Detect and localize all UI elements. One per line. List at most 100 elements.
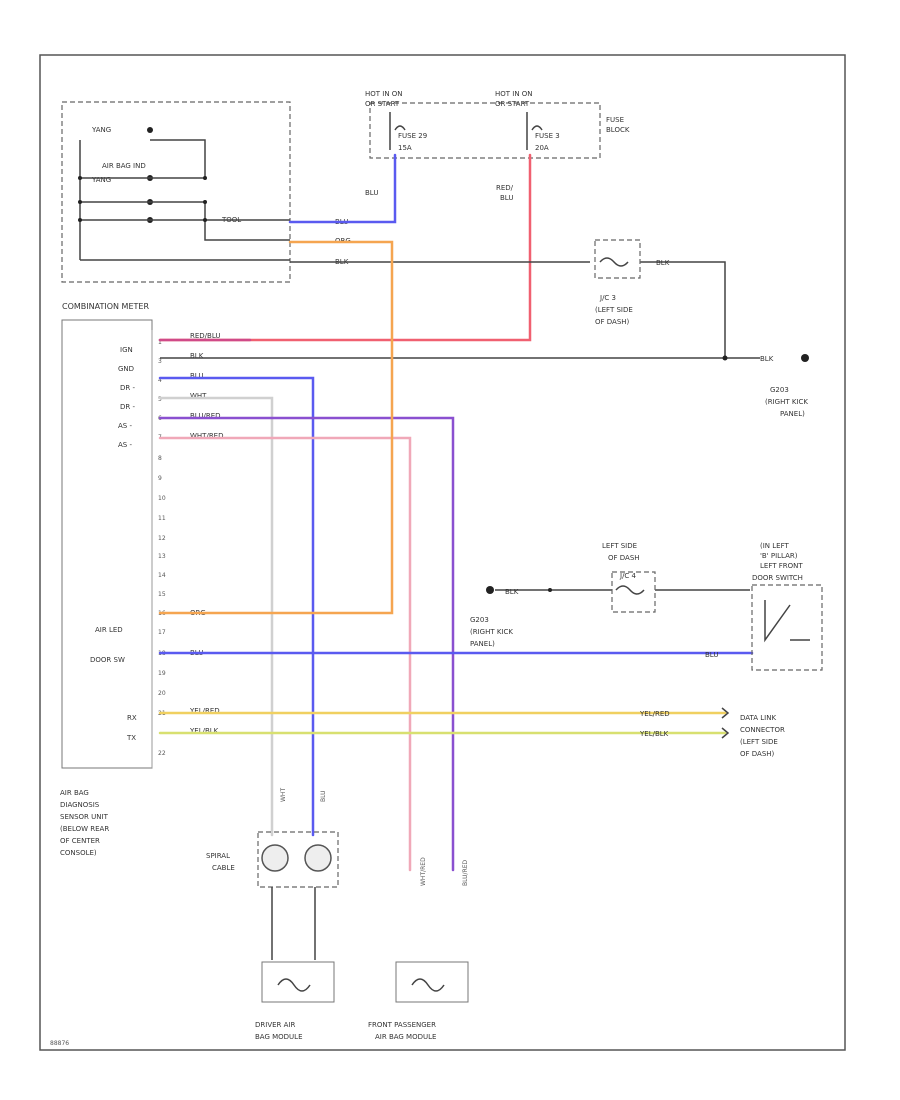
meter-label-yang: YANG (91, 126, 111, 134)
sensor-unit-box (61, 319, 153, 769)
door-switch-icon (764, 600, 810, 643)
data-link-l2: CONNECTOR (740, 726, 785, 734)
squib-icon-2 (411, 978, 445, 992)
fuse-hot-2: HOT IN ON (495, 90, 533, 98)
fuse-29-amp: 15A (398, 144, 412, 152)
pin-number: 13 (158, 553, 166, 560)
pin-number: 9 (158, 475, 162, 482)
ground-junction-node (548, 588, 552, 592)
fuse-3-amp: 20A (535, 144, 549, 152)
door-l6: DOOR SWITCH (752, 574, 803, 582)
door-l1: LEFT SIDE (602, 542, 637, 550)
pin-number: 8 (158, 455, 162, 462)
meter-dashed-box (61, 101, 291, 283)
fuse-symbols (389, 112, 543, 150)
squib-icon (277, 978, 311, 992)
ground-symbol-icon (801, 354, 809, 362)
meter-internal-lines (79, 139, 290, 261)
sensor-l3: SENSOR UNIT (60, 813, 109, 821)
vlabel-wht-red: WHT/RED (420, 857, 427, 886)
sensor-l6: CONSOLE) (60, 849, 97, 857)
wire-label-gnd: BLK (190, 352, 204, 360)
fuse-wire-blu2: BLU (500, 194, 513, 202)
fuse-wire-blu: BLU (365, 189, 378, 197)
junction-node (78, 200, 82, 204)
pin-air-led: AIR LED (95, 626, 123, 634)
spiral-to-driver-wires (271, 887, 316, 960)
door-g3: PANEL) (470, 640, 495, 648)
pin-number: 22 (158, 750, 166, 757)
sensor-l1: AIR BAG (60, 789, 89, 797)
door-l2: OF DASH (608, 554, 640, 562)
ground-symbol-icon-2 (486, 586, 494, 594)
vlabel-blu-red: BLU/RED (462, 859, 469, 886)
ground-right-l2: (RIGHT KICK (765, 398, 808, 406)
meter-label-airbag-ind: AIR BAG IND (102, 162, 146, 170)
passenger-l1: FRONT PASSENGER (368, 1021, 436, 1029)
fuse-block-label: FUSE (606, 116, 624, 124)
fuse-hot-2b: OR START (495, 100, 530, 108)
spiral-l2: CABLE (212, 864, 235, 872)
pin-tx: TX (126, 734, 136, 742)
spiral-coil-icon-2 (304, 844, 332, 872)
wire-as-plus-pink (158, 436, 412, 872)
wire-meter-ground (290, 261, 726, 356)
wire-dr-plus-wht (158, 396, 274, 837)
pin-dr-minus: DR - (120, 384, 135, 392)
pin-number: 1 (158, 339, 162, 346)
pin-number: 19 (158, 670, 166, 677)
data-link-wire-1: YEL/RED (639, 710, 670, 718)
pin-as-minus: AS - (118, 422, 132, 430)
fuse-block-box (369, 102, 601, 159)
spiral-cable-box (257, 831, 339, 888)
wire-label-dr-plus: WHT (190, 392, 207, 400)
pin-number: 17 (158, 629, 166, 636)
wire-as-minus-purple (158, 416, 455, 872)
pin-number: 10 (158, 495, 166, 502)
wire-fuse3-red (158, 153, 532, 342)
fuse-29-label: FUSE 29 (398, 132, 427, 140)
jc4-connector-icon (615, 585, 645, 595)
pin-rx: RX (127, 714, 137, 722)
junction-node (203, 176, 207, 180)
door-wire-blk: BLK (505, 588, 519, 596)
fuse-block-label2: BLOCK (606, 126, 630, 134)
jc3-box (594, 239, 641, 279)
ground-right-l1: G203 (770, 386, 789, 394)
door-l3: (IN LEFT (760, 542, 789, 550)
jc3-label1: J/C 3 (599, 294, 616, 302)
wire-label-as-minus: BLU/RED (190, 412, 221, 420)
wire-fuse29-blu (288, 153, 397, 224)
spiral-coil-icon (261, 844, 289, 872)
pin-number: 4 (158, 377, 162, 384)
junction-node (203, 218, 207, 222)
spiral-l1: SPIRAL (206, 852, 230, 860)
data-link-l3: (LEFT SIDE (740, 738, 778, 746)
pin-as-plus: AS - (118, 441, 132, 449)
footer-code: 88876 (50, 1040, 69, 1047)
vlabel-wht: WHT (280, 788, 287, 802)
driver-airbag-module (261, 961, 335, 1003)
pin-number: 5 (158, 396, 162, 403)
vlabel-blu: BLU (320, 790, 327, 802)
ground-junction-node (722, 355, 728, 361)
wire-label-tx: YEL/BLK (189, 727, 219, 735)
jc3-label2: (LEFT SIDE (595, 306, 633, 314)
fuse-hot-1b: OR START (365, 100, 400, 108)
jc3-label3: OF DASH) (595, 318, 630, 326)
pin-ign: IGN (120, 346, 133, 354)
diagram-frame (39, 54, 846, 1051)
pin-number-column: 1 3 4 5 6 7 8 9 10 11 12 13 14 15 16 17 … (158, 339, 166, 757)
wire-label-rx: YEL/RED (189, 707, 220, 715)
jc3-wire: BLK (656, 259, 670, 267)
ground-right-wire: BLK (760, 355, 774, 363)
door-switch-box (751, 584, 823, 671)
pin-number: 11 (158, 515, 166, 522)
pin-number: 15 (158, 591, 166, 598)
jc3-connector-icon (599, 257, 629, 267)
fuse-wire-red: RED/ (496, 184, 514, 192)
driver-l1: DRIVER AIR (255, 1021, 295, 1029)
door-l4: 'B' PILLAR) (760, 552, 798, 560)
passenger-airbag-module (395, 961, 469, 1003)
